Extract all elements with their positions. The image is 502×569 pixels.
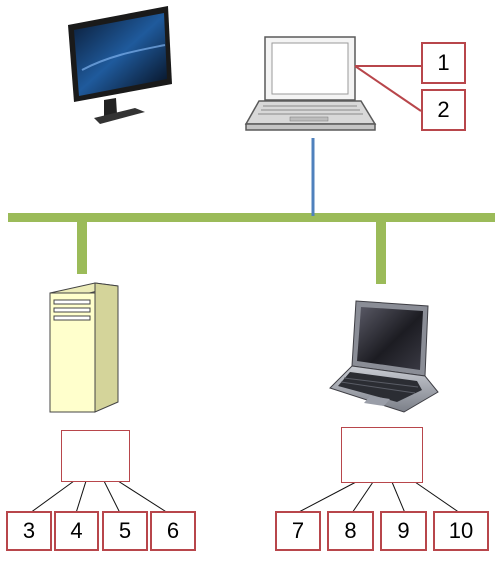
label-box-3: 3	[6, 511, 52, 551]
fanout-line-5	[103, 480, 121, 514]
server-tower-icon	[49, 282, 119, 413]
label-box-7: 7	[275, 511, 321, 551]
fanout-line-9	[391, 481, 406, 514]
laptop-outline-icon	[244, 36, 377, 131]
desktop-monitor-icon	[68, 6, 172, 124]
server-blank-box	[61, 430, 130, 482]
label-box-1: 1	[421, 42, 466, 84]
label-box-5: 5	[102, 511, 148, 551]
fanout-line-8	[351, 481, 374, 514]
laptop-icon	[329, 300, 439, 413]
fanout-line-10	[414, 481, 461, 514]
fanout-line-6	[117, 480, 169, 514]
label-box-8: 8	[327, 511, 374, 551]
bus-drop-right	[376, 222, 386, 284]
callout-line-2	[354, 65, 422, 112]
label-box-10: 10	[433, 511, 489, 551]
network-bus	[8, 213, 495, 222]
fanout-line-3	[29, 480, 75, 514]
label-box-6: 6	[150, 511, 196, 551]
laptop-blank-box	[341, 427, 423, 483]
fanout-line-4	[75, 480, 87, 514]
label-box-2: 2	[421, 89, 466, 131]
fanout-line-7	[296, 481, 357, 514]
label-box-9: 9	[380, 511, 427, 551]
label-box-4: 4	[54, 511, 99, 551]
bus-drop-left	[77, 222, 87, 274]
